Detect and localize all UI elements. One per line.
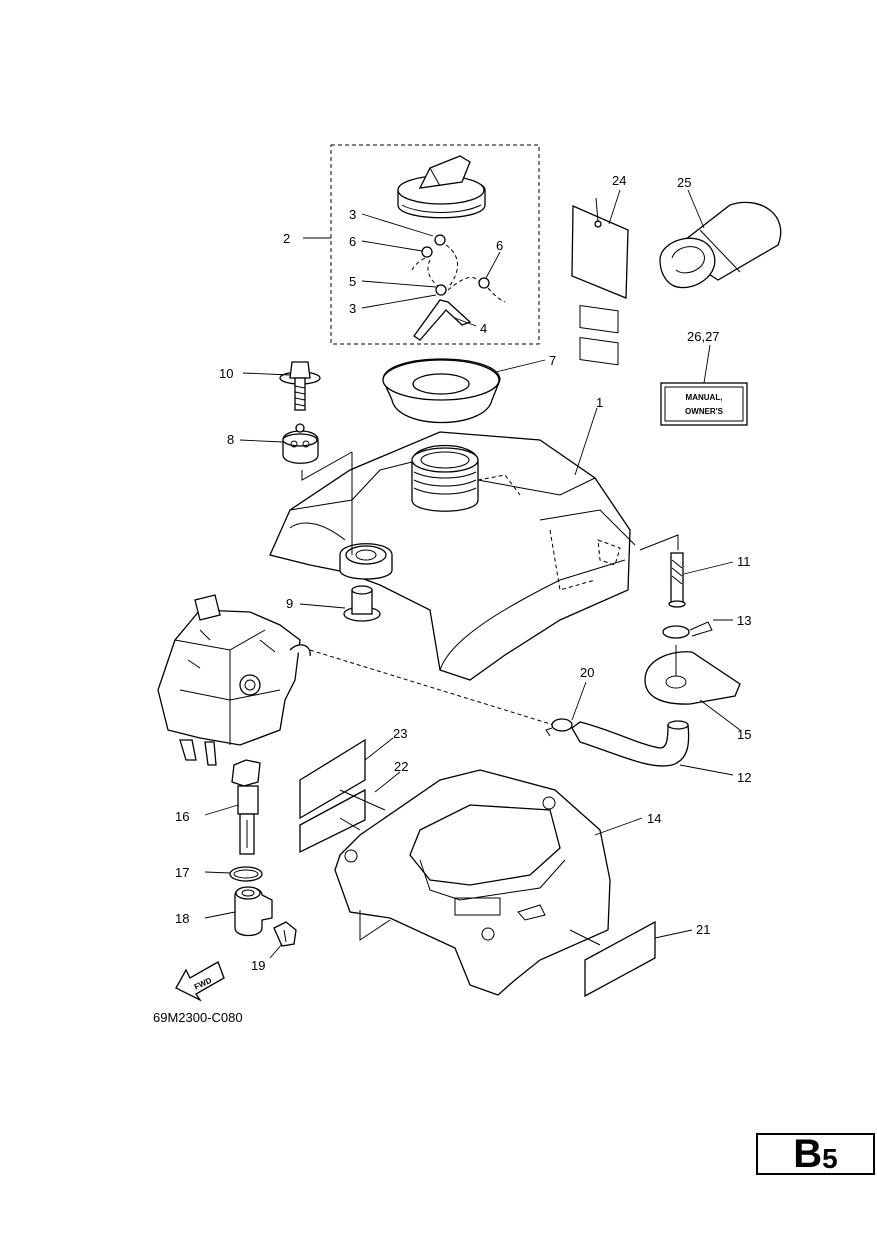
callout-7: 7: [549, 353, 556, 368]
owners-manual-card: MANUAL, OWNER'S: [660, 344, 748, 426]
page-code-badge: B 5: [756, 1133, 875, 1175]
warning-label-22: [299, 771, 401, 854]
fuel-cap: [397, 155, 486, 219]
callout-5: 5: [349, 274, 356, 289]
callout-14: 14: [647, 811, 661, 826]
manual-card-line2: OWNER'S: [685, 407, 724, 416]
holder-screw: [269, 921, 297, 959]
hose-clip-upper: [545, 681, 587, 737]
callout-20: 20: [580, 665, 594, 680]
callout-6-left: 6: [349, 234, 356, 249]
callout-19: 19: [251, 958, 265, 973]
callout-26-27: 26,27: [687, 329, 720, 344]
hose-clip-lower: [662, 619, 733, 639]
callout-12: 12: [737, 770, 751, 785]
caution-label-tag: [571, 189, 629, 366]
warning-label-21: [569, 920, 693, 998]
page-code-letter: B: [793, 1132, 823, 1176]
callout-24: 24: [612, 173, 626, 188]
mounting-bolt: [242, 361, 321, 411]
filler-seal-ring: [382, 358, 546, 424]
callout-4: 4: [480, 321, 487, 336]
fuel-cock-lever: [204, 759, 261, 855]
callout-23: 23: [393, 726, 407, 741]
callout-18: 18: [175, 911, 189, 926]
protective-sleeve: [659, 189, 782, 289]
callout-21: 21: [696, 922, 710, 937]
callout-17: 17: [175, 865, 189, 880]
o-ring: [204, 866, 263, 882]
page-code-number: 5: [822, 1143, 838, 1174]
drawing-code: 69M2300-C080: [153, 1010, 243, 1025]
callout-labels: 2 3 6 5 3 4 6 24 25 26,27 7 10 1 8 11 9 …: [175, 173, 751, 973]
callout-1: 1: [596, 395, 603, 410]
forward-direction-arrow: FWD: [175, 961, 225, 1002]
callout-13: 13: [737, 613, 751, 628]
lever-holder: [204, 886, 273, 937]
callout-6-right: 6: [496, 238, 503, 253]
fuel-hose: [571, 720, 734, 776]
damper-grommet: [239, 423, 353, 481]
carburetor-reference: [157, 594, 571, 766]
tank-support-plate: [334, 769, 643, 996]
fuel-filter: [668, 552, 734, 608]
tank-collar: [299, 585, 381, 622]
callout-16: 16: [175, 809, 189, 824]
assembly-dashed-frame: [330, 144, 540, 345]
callout-8: 8: [227, 432, 234, 447]
callout-3-lower: 3: [349, 301, 356, 316]
fuel-tank: [269, 407, 679, 681]
callout-15: 15: [737, 727, 751, 742]
warning-label-23: [299, 737, 394, 820]
fuel-cap-assembly-group: [303, 144, 540, 345]
callout-2: 2: [283, 231, 290, 246]
callout-3-upper: 3: [349, 207, 356, 222]
callout-25: 25: [677, 175, 691, 190]
cap-chain: [411, 234, 506, 341]
callout-22: 22: [394, 759, 408, 774]
callout-9: 9: [286, 596, 293, 611]
filter-bracket: [644, 645, 741, 731]
manual-card-line1: MANUAL,: [686, 393, 723, 402]
callout-10: 10: [219, 366, 233, 381]
callout-11: 11: [737, 554, 751, 569]
